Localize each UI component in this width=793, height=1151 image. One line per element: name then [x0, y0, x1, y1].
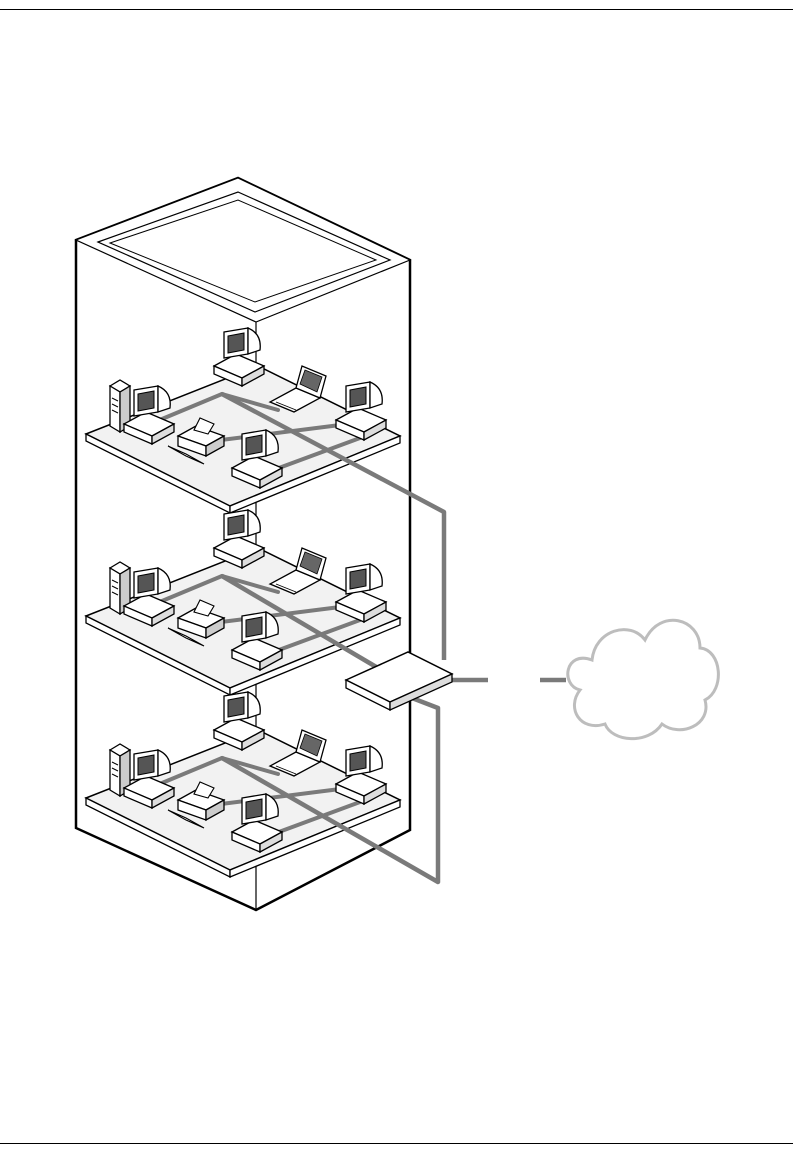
cloud [568, 620, 719, 738]
